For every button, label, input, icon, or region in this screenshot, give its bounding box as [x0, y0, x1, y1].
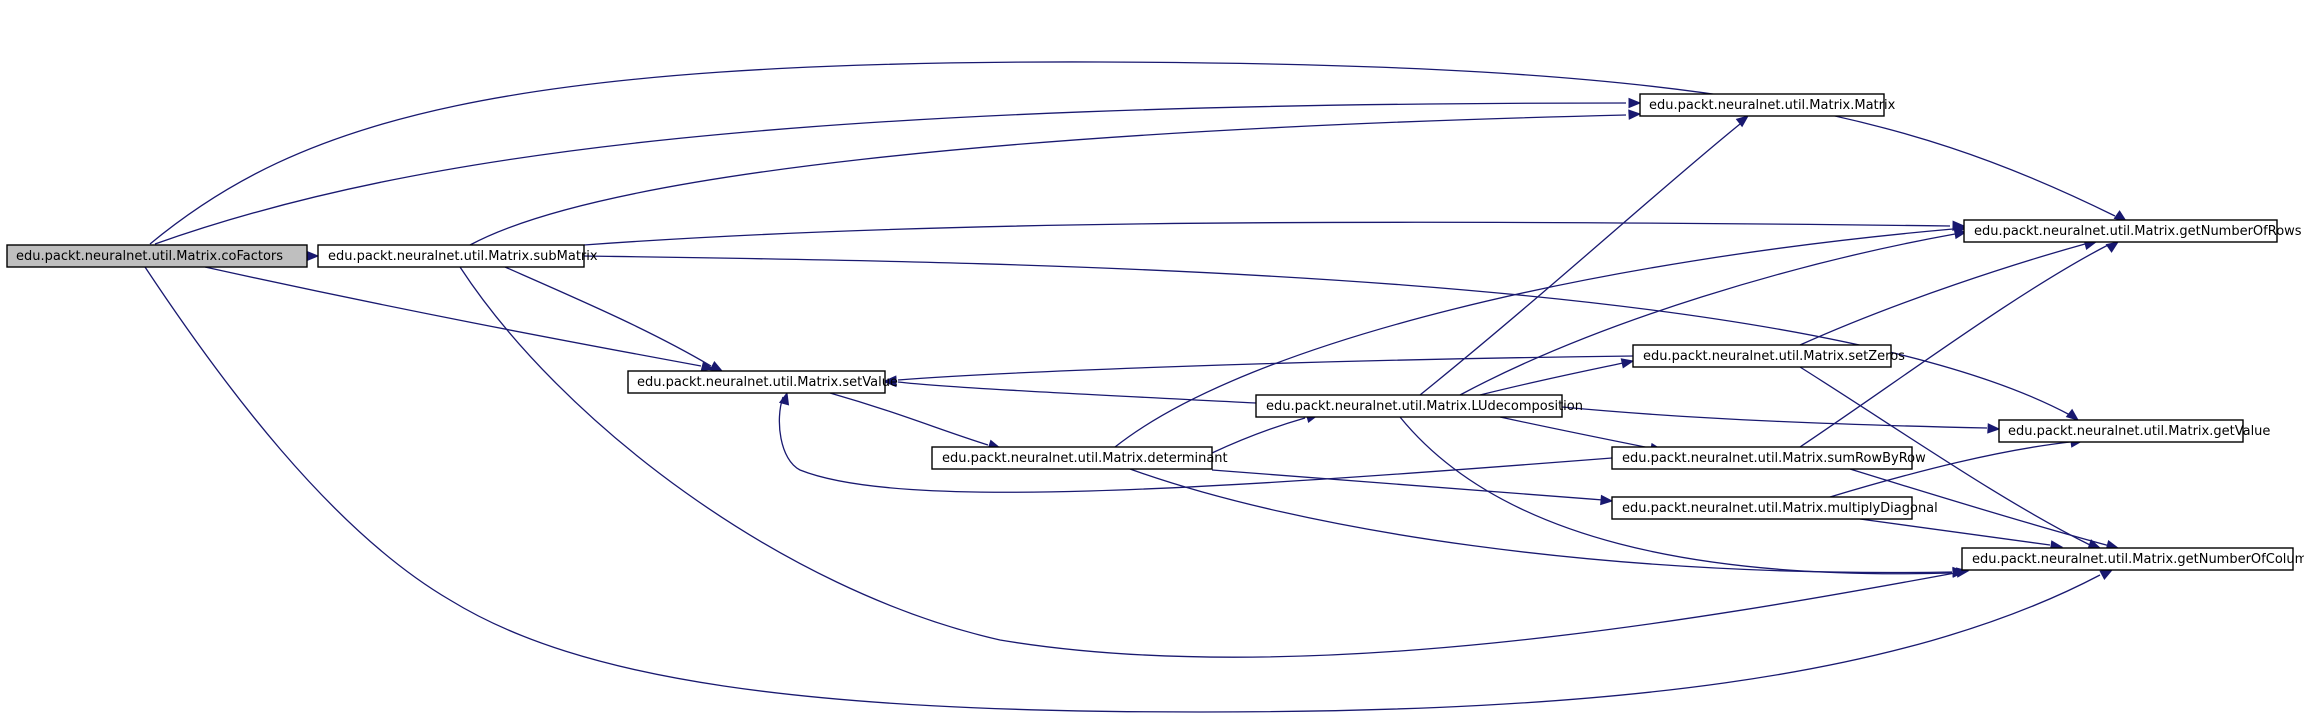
edge-sub-matrix-to-get-number-of-columns-line [459, 266, 1956, 658]
node-getnumberofrows[interactable]: edu.packt.neuralnet.util.Matrix.getNumbe… [1963, 219, 2302, 243]
edge-determinant-to-multiply-diagonal-line [1211, 469, 1604, 501]
edge-determinant-to-ludecomposition-line [1211, 417, 1306, 454]
node-label-setzeros: edu.packt.neuralnet.util.Matrix.setZeros [1643, 349, 1905, 364]
edge-co-factors-to-set-value [204, 266, 715, 372]
edge-sub-matrix-to-set-value [504, 266, 724, 372]
edge-ludecomposition-to-get-number-of-columns-line [1399, 416, 1953, 575]
edge-set-value-to-determinant-line [829, 392, 989, 446]
node-matrix[interactable]: edu.packt.neuralnet.util.Matrix.Matrix [1639, 93, 1896, 117]
edge-co-factors-to-matrix [154, 97, 1642, 245]
node-label-matrix: edu.packt.neuralnet.util.Matrix.Matrix [1649, 98, 1896, 113]
node-setvalue[interactable]: edu.packt.neuralnet.util.Matrix.setValue [627, 370, 898, 394]
edge-sub-matrix-to-get-number-of-rows [583, 220, 1966, 246]
edge-multiply-diagonal-to-get-value-line [1829, 441, 2071, 498]
edge-set-zeros-to-set-value-arrowhead [883, 375, 897, 386]
edge-sum-row-by-row-to-set-value [778, 391, 1613, 493]
edge-sub-matrix-to-matrix [469, 109, 1642, 246]
node-label-ludecomposition: edu.packt.neuralnet.util.Matrix.LUdecomp… [1266, 399, 1583, 414]
edge-co-factors-to-get-number-of-columns-line [144, 266, 2101, 713]
edge-ludecomposition-to-get-number-of-columns [1399, 416, 1966, 578]
node-label-getnumberofcolumns: edu.packt.neuralnet.util.Matrix.getNumbe… [1972, 552, 2304, 567]
edge-ludecomposition-to-set-zeros [1479, 358, 1635, 396]
edge-co-factors-to-set-value-arrowhead [700, 361, 715, 372]
node-determinant[interactable]: edu.packt.neuralnet.util.Matrix.determin… [931, 446, 1228, 470]
edge-ludecomposition-to-get-number-of-columns-arrowhead [1952, 567, 1966, 578]
edge-co-factors-to-matrix-arrowhead [1628, 97, 1642, 109]
node-sumrowbyrow[interactable]: edu.packt.neuralnet.util.Matrix.sumRowBy… [1611, 446, 1926, 470]
edge-co-factors-to-matrix-line [154, 102, 1627, 245]
edge-set-zeros-to-get-number-of-columns-line [1799, 366, 2091, 546]
edge-co-factors-to-get-number-of-rows-line [149, 61, 2116, 245]
edge-sum-row-by-row-to-get-number-of-rows [1799, 241, 2120, 448]
edge-ludecomposition-to-get-number-of-rows-arrowhead [1953, 228, 1968, 240]
edge-co-factors-to-sub-matrix [306, 250, 320, 262]
edge-set-zeros-to-get-number-of-rows-line [1799, 243, 2086, 346]
edge-ludecomposition-to-matrix [1419, 115, 1750, 396]
node-label-determinant: edu.packt.neuralnet.util.Matrix.determin… [942, 451, 1228, 466]
edge-sub-matrix-to-get-value-arrowhead [2065, 408, 2080, 421]
edge-ludecomposition-to-set-zeros-line [1479, 362, 1624, 396]
edge-ludecomposition-to-matrix-line [1419, 119, 1746, 396]
edge-set-value-to-determinant [829, 392, 1002, 450]
edge-co-factors-to-sub-matrix-arrowhead [306, 250, 320, 262]
edge-set-zeros-to-set-value [883, 355, 1634, 386]
node-label-getnumberofrows: edu.packt.neuralnet.util.Matrix.getNumbe… [1974, 224, 2302, 239]
edge-sub-matrix-to-get-number-of-rows-line [583, 221, 1951, 246]
edge-ludecomposition-to-get-value-line [1561, 406, 1988, 429]
node-getnumberofcolumns[interactable]: edu.packt.neuralnet.util.Matrix.getNumbe… [1961, 547, 2304, 571]
edge-sub-matrix-to-get-value [583, 255, 2080, 421]
edge-ludecomposition-to-set-value [883, 376, 1257, 404]
edge-sum-row-by-row-to-get-number-of-rows-line [1799, 243, 2111, 448]
edge-determinant-to-get-number-of-columns [1129, 468, 1966, 578]
node-cofactors[interactable]: edu.packt.neuralnet.util.Matrix.coFactor… [6, 244, 308, 268]
edge-determinant-to-multiply-diagonal [1211, 469, 1614, 506]
edge-ludecomposition-to-get-number-of-rows-line [1459, 233, 1956, 396]
node-label-setvalue: edu.packt.neuralnet.util.Matrix.setValue [637, 375, 898, 390]
node-label-sumrowbyrow: edu.packt.neuralnet.util.Matrix.sumRowBy… [1622, 451, 1926, 466]
edges-layer [144, 61, 2128, 713]
edge-determinant-to-get-number-of-rows-line [1114, 228, 1954, 448]
node-submatrix[interactable]: edu.packt.neuralnet.util.Matrix.subMatri… [317, 244, 598, 268]
edge-sum-row-by-row-to-set-value-arrowhead [778, 391, 790, 406]
node-multiplydiagonal[interactable]: edu.packt.neuralnet.util.Matrix.multiply… [1611, 496, 1938, 520]
edge-set-zeros-to-set-value-line [897, 355, 1634, 381]
edge-sub-matrix-to-matrix-line [469, 114, 1627, 246]
edge-sub-matrix-to-set-value-line [504, 266, 712, 367]
edge-sub-matrix-to-get-value-line [583, 255, 2071, 416]
edge-sub-matrix-to-matrix-arrowhead [1628, 109, 1642, 120]
node-setzeros[interactable]: edu.packt.neuralnet.util.Matrix.setZeros [1632, 344, 1905, 368]
edge-ludecomposition-to-set-value-line [897, 381, 1257, 404]
edge-co-factors-to-set-value-line [204, 266, 702, 367]
nodes-layer: edu.packt.neuralnet.util.Matrix.coFactor… [6, 93, 2304, 571]
edge-sum-row-by-row-to-set-value-line [778, 396, 1613, 493]
edge-ludecomposition-to-sum-row-by-row-line [1499, 416, 1651, 449]
edge-set-zeros-to-get-number-of-rows [1799, 239, 2098, 346]
edge-determinant-to-get-number-of-columns-line [1129, 468, 1953, 574]
node-label-multiplydiagonal: edu.packt.neuralnet.util.Matrix.multiply… [1622, 501, 1938, 516]
edge-ludecomposition-to-set-zeros-arrowhead [1620, 358, 1635, 369]
edge-determinant-to-multiply-diagonal-arrowhead [1600, 494, 1614, 506]
node-label-submatrix: edu.packt.neuralnet.util.Matrix.subMatri… [328, 249, 598, 264]
edge-co-factors-to-get-number-of-rows [149, 61, 2128, 245]
edge-ludecomposition-to-matrix-arrowhead [1735, 115, 1750, 128]
node-ludecomposition[interactable]: edu.packt.neuralnet.util.Matrix.LUdecomp… [1255, 394, 1583, 418]
node-label-getvalue: edu.packt.neuralnet.util.Matrix.getValue [2008, 424, 2270, 439]
edge-multiply-diagonal-to-get-number-of-columns-line [1859, 518, 2051, 546]
node-label-cofactors: edu.packt.neuralnet.util.Matrix.coFactor… [16, 249, 283, 264]
edge-sum-row-by-row-to-get-number-of-rows-arrowhead [2105, 241, 2120, 253]
edge-ludecomposition-to-get-value [1561, 406, 2001, 434]
edge-ludecomposition-to-get-value-arrowhead [1987, 423, 2001, 434]
node-getvalue[interactable]: edu.packt.neuralnet.util.Matrix.getValue [1998, 419, 2270, 443]
edge-ludecomposition-to-get-number-of-rows [1459, 228, 1968, 396]
